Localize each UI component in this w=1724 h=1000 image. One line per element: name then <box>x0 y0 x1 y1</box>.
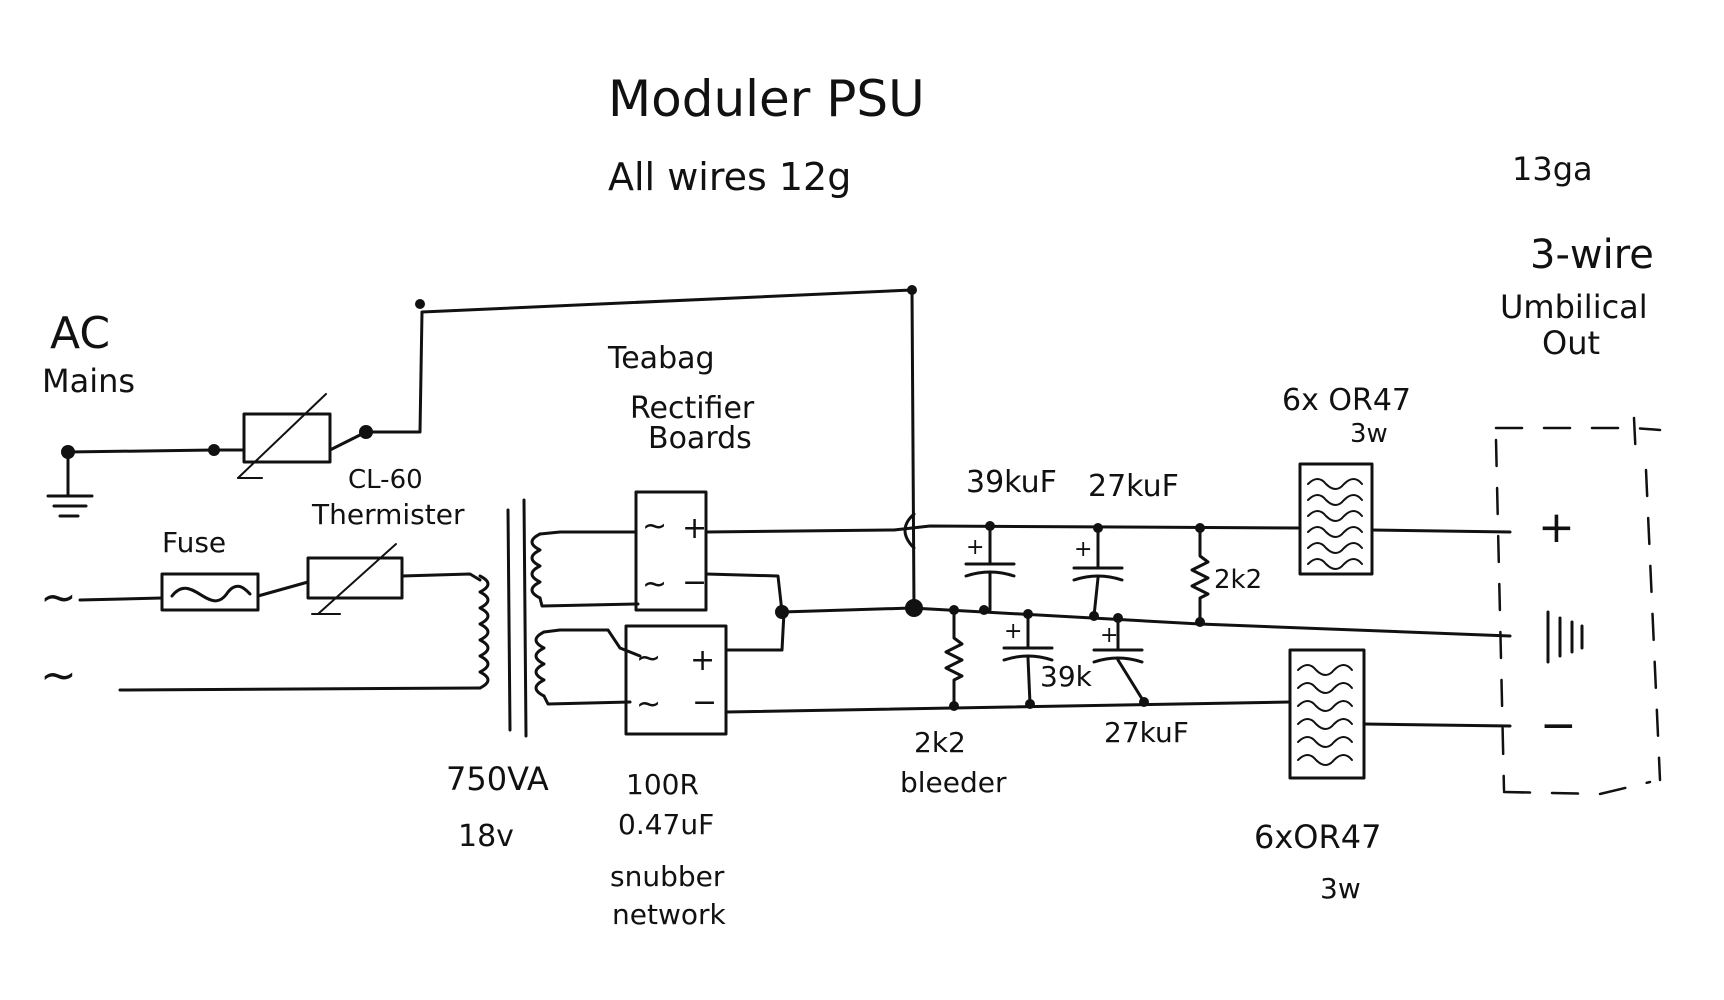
umbilical-minus: − <box>1540 700 1577 751</box>
junction-dot <box>979 605 989 615</box>
res-top-label: 2k2 <box>1214 565 1262 595</box>
positive-output-wire <box>1370 528 1512 534</box>
ac-mains-label-line2: Mains <box>42 362 135 400</box>
resistor-icon <box>944 608 964 708</box>
chassis-ground-icon <box>1546 610 1584 664</box>
cap-bottom-1-label: 39k <box>1040 660 1093 693</box>
junction-dot <box>905 599 923 617</box>
junction-dot <box>61 445 75 459</box>
fuse-label: Fuse <box>162 526 226 559</box>
transformer-label-line2: 18v <box>458 819 514 854</box>
transformer-label-line1: 750VA <box>446 760 549 798</box>
rectifier-bottom-ac-symbol: ~ <box>636 687 661 722</box>
neutral-wire <box>118 686 482 692</box>
capacitor-polarity: + <box>1074 537 1092 562</box>
ac-mains-label-line1: AC <box>50 308 110 359</box>
capacitor-polarity: + <box>1100 623 1118 648</box>
negative-rail <box>724 700 1292 714</box>
rectifier-board-bottom: ~ + ~ − <box>624 624 728 736</box>
capacitor-polarity: + <box>1004 619 1022 644</box>
umbilical-connector-box <box>1494 416 1662 796</box>
center-tap-rail <box>780 606 1512 638</box>
rectifier-label-line1: Teabag <box>607 341 715 376</box>
rectifier-bottom-plus: + <box>690 643 715 678</box>
title: Moduler PSU <box>608 70 925 128</box>
negative-output-wire <box>1362 722 1512 728</box>
resistor-icon <box>1190 526 1210 624</box>
line-wire <box>78 543 482 615</box>
capacitor-polarity: + <box>966 535 984 560</box>
cap-bottom-2-label: 27kuF <box>1104 716 1189 749</box>
resbank-top-label-line2: 3w <box>1350 419 1388 449</box>
rectifier-bottom-ac-symbol: ~ <box>636 641 661 676</box>
thermistor-label-line1: CL-60 <box>348 465 423 495</box>
rectifier-top-ac-symbol: ~ <box>642 567 667 602</box>
capacitor-icon: + <box>964 524 1016 612</box>
positive-rail <box>892 524 1302 532</box>
thermistor-label-line2: Thermister <box>311 498 465 531</box>
junction-dot <box>415 299 425 309</box>
cap-top-2-label: 27kuF <box>1088 469 1179 504</box>
transformer-icon <box>478 498 642 738</box>
junction-dot <box>359 425 373 439</box>
rectifier-top-positive-rail <box>704 528 896 534</box>
rectifier-top-plus: + <box>682 511 707 546</box>
snubber-label-line2: 0.47uF <box>618 808 714 841</box>
ground-icon <box>46 450 94 518</box>
rectifier-minus-wire <box>704 572 784 614</box>
capacitor-icon: + <box>1002 612 1054 706</box>
snubber-label-line1: 100R <box>626 768 699 801</box>
ac-neutral-symbol: ~ <box>40 650 77 701</box>
junction-dot <box>208 444 220 456</box>
rectifier-label-line3: Boards <box>648 421 752 456</box>
junction-dot <box>775 605 789 619</box>
capacitor-icon: + <box>1092 616 1146 704</box>
subtitle: All wires 12g <box>608 155 851 199</box>
cap-top-1-label: 39kuF <box>966 465 1057 500</box>
umbilical-label-line3: Out <box>1542 324 1600 362</box>
resbank-bottom-label-line1: 6xOR47 <box>1254 818 1381 856</box>
rectifier-board-top: ~ + ~ − <box>634 490 708 612</box>
rectifier-top-ac-symbol: ~ <box>642 509 667 544</box>
junction-dot <box>907 285 917 295</box>
rectifier-top-minus: − <box>682 565 707 600</box>
rectifier-bottom-minus: − <box>692 685 717 720</box>
resbank-top-label-line1: 6x OR47 <box>1282 383 1411 418</box>
umbilical-plus: + <box>1538 502 1575 553</box>
ac-line-symbol: ~ <box>40 572 77 623</box>
gauge-label: 13ga <box>1512 150 1593 188</box>
resistor-bank-bottom <box>1288 648 1366 780</box>
resistor-bank-top <box>1298 462 1374 576</box>
snubber-label-line3: snubber <box>610 860 725 893</box>
umbilical-label-line2: Umbilical <box>1500 288 1648 326</box>
umbilical-label-line1: 3-wire <box>1530 232 1654 278</box>
wire-crossover <box>903 512 916 550</box>
resbank-bottom-label-line2: 3w <box>1320 872 1361 905</box>
capacitor-icon: + <box>1072 526 1124 618</box>
rectifier-plus-wire <box>724 610 786 652</box>
bleeder-label-line2: bleeder <box>900 766 1007 799</box>
bleeder-label-line1: 2k2 <box>914 726 966 759</box>
earth-wire <box>66 288 916 610</box>
rectifier-label-line2: Rectifier <box>630 391 755 426</box>
snubber-label-line4: network <box>612 898 726 931</box>
